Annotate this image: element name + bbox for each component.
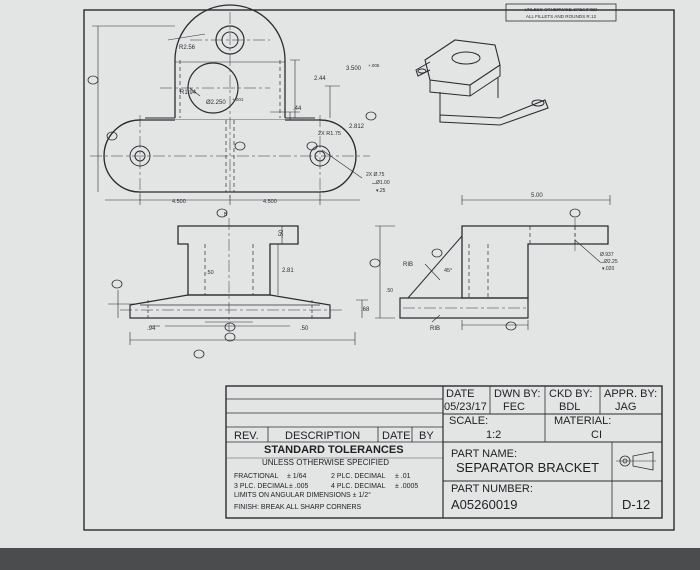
dim-50-side: .50 (279, 229, 285, 238)
drawn-by-value: FEC (503, 401, 525, 413)
dim-2-250: Ø2.250 (206, 100, 226, 106)
dim-68: .68 (361, 307, 370, 313)
dim-2-44: 2.44 (314, 76, 326, 82)
by-header: BY (419, 430, 434, 442)
balloon-b-label: B (224, 212, 228, 218)
part-number-label: PART NUMBER: (451, 483, 533, 495)
balloon-right (569, 208, 581, 218)
balloon-c (224, 332, 236, 342)
tol-4plc-label: 4 PLC. DECIMAL (331, 483, 386, 490)
tol-3plc-label: 3 PLC. DECIMAL (234, 483, 289, 490)
material-value: CI (591, 429, 602, 441)
title-block (225, 385, 663, 519)
projection-symbol (616, 451, 656, 471)
balloon-m (505, 321, 517, 331)
cb-note-1: Ø.937 (600, 252, 614, 258)
checked-by-label: CKD BY: (549, 388, 593, 400)
balloon-n (365, 111, 377, 121)
angle-45: 45° (444, 268, 452, 274)
bottom-view-balloons (111, 208, 381, 359)
dim-4-500-right: 4.500 (263, 199, 277, 205)
header-note-line-1: UNLESS OTHERWISE SPECIFIED (525, 7, 599, 12)
dim-50-side-view: .50 (386, 288, 393, 294)
balloon-d (193, 349, 205, 359)
cb-note-3: ▾.020 (602, 266, 614, 272)
balloon-k (111, 279, 123, 289)
balloon-f (306, 141, 318, 151)
balloon-l (234, 141, 246, 151)
balloon-h (106, 131, 118, 141)
hole-note-2: ⌴Ø1.00 (372, 180, 390, 186)
dim-5-00: 5.00 (531, 193, 543, 199)
front-view (90, 4, 370, 205)
isometric-view (415, 39, 549, 126)
dim-4-500-left: 4.500 (172, 199, 186, 205)
tol-fractional-value: ± 1/64 (287, 473, 307, 480)
scale-label: SCALE: (449, 415, 489, 427)
balloon-b (216, 208, 228, 218)
side-view (375, 195, 611, 330)
drawn-by-label: DWN BY: (494, 388, 541, 400)
bottom-view (108, 218, 368, 345)
tolerances-subtitle: UNLESS OTHERWISE SPECIFIED (262, 458, 389, 467)
side-view-balloons (431, 208, 581, 331)
tol-finish: FINISH: BREAK ALL SHARP CORNERS (234, 504, 362, 511)
front-view-balloons (87, 75, 377, 151)
part-number-value: A05260019 (451, 497, 518, 512)
tolerances-title: STANDARD TOLERANCES (264, 444, 404, 456)
date-label: DATE (446, 388, 475, 400)
tol-2plc-label: 2 PLC. DECIMAL (331, 473, 386, 480)
balloon-j (224, 322, 236, 332)
dim-94: .94 (147, 326, 156, 332)
rev-date-header: DATE (382, 430, 411, 442)
scale-value: 1:2 (486, 429, 502, 441)
header-note-box (505, 3, 617, 22)
tol-4plc-value: ± .0005 (395, 483, 419, 490)
dim-44: .44 (293, 106, 302, 112)
dim-3-500-tol: +.005 (368, 63, 380, 68)
header-note-line-2: ALL FILLETS AND ROUNDS R.12 (526, 14, 597, 19)
tol-3plc-value: ± .005 (289, 483, 309, 490)
dim-3-500: 3.500 (346, 66, 362, 72)
material-label: MATERIAL: (554, 415, 612, 427)
hole-note-3: ▾.25 (376, 188, 386, 194)
dim-50-left: .50 (206, 270, 214, 276)
approved-by-value: JAG (615, 401, 637, 413)
rib-label-bottom: RIB (430, 326, 440, 332)
dim-r1-75: 2X R1.75 (318, 131, 341, 137)
date-value: 05/23/17 (444, 401, 487, 413)
balloon-a (431, 248, 443, 258)
balloon-g (87, 75, 99, 85)
dim-r2-56: R2.56 (179, 45, 196, 51)
sheet-border (83, 9, 675, 531)
dim-50-bottom: .50 (300, 326, 309, 332)
rev-header: REV. (234, 430, 259, 442)
cb-note-2: ⌴Ø2.25 (600, 259, 618, 265)
tol-2plc-value: ± .01 (395, 473, 411, 480)
rib-label-top: RIB (403, 262, 413, 268)
sheet-number: D-12 (622, 497, 651, 512)
description-header: DESCRIPTION (285, 430, 361, 442)
dim-2-812: 2.812 (349, 124, 365, 130)
dim-2-81: 2.81 (282, 268, 294, 274)
approved-by-label: APPR. BY: (604, 388, 658, 400)
dim-r1-94: R1.94 (180, 90, 197, 96)
part-name-label: PART NAME: (451, 448, 518, 460)
part-name-value: SEPARATOR BRACKET (456, 460, 600, 475)
tol-angular: LIMITS ON ANGULAR DIMENSIONS ± 1/2° (234, 492, 371, 499)
checked-by-value: BDL (559, 401, 581, 413)
tol-fractional-label: FRACTIONAL (234, 473, 279, 480)
dim-2-250-tol: +.001 (232, 97, 244, 102)
hole-note-1: 2X Ø.75 (366, 172, 385, 178)
